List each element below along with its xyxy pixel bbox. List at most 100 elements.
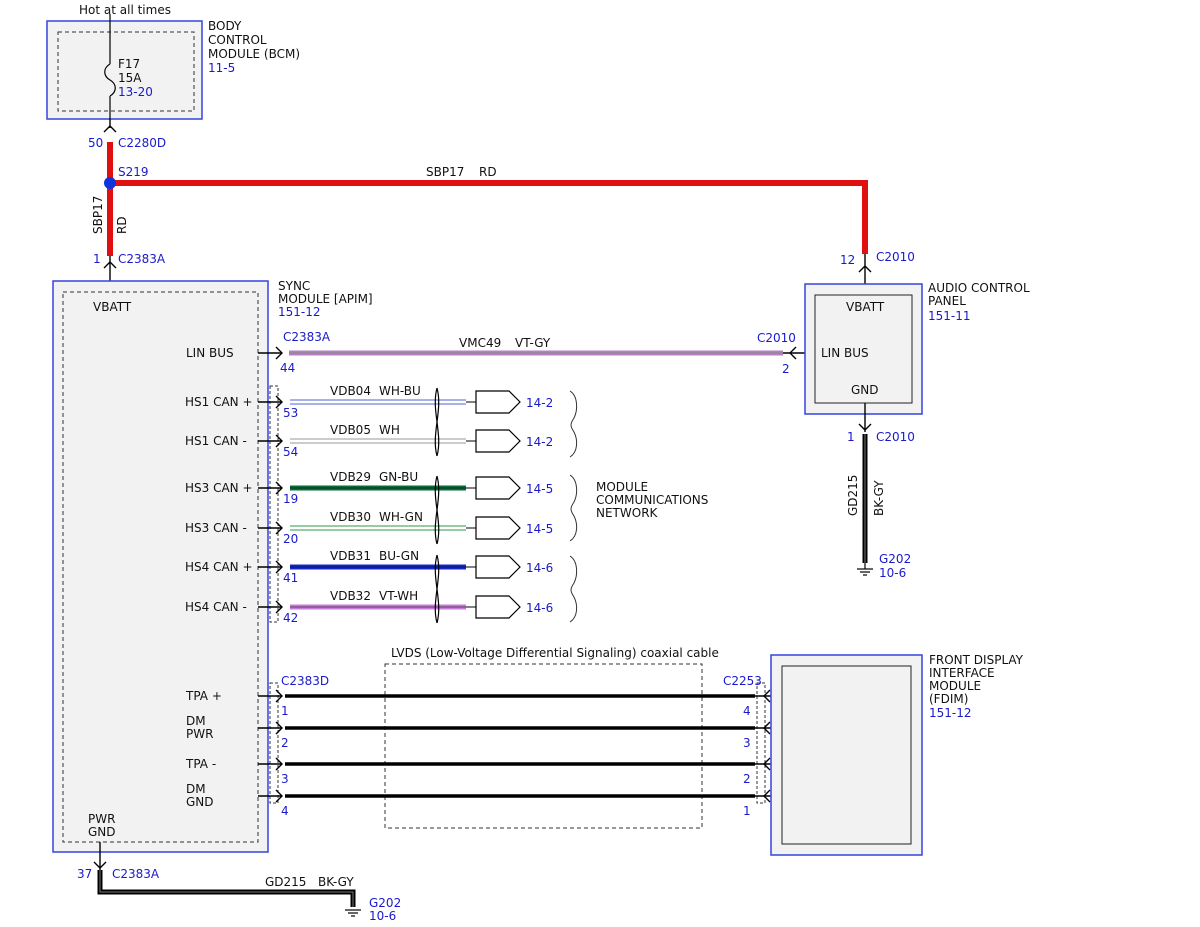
can-pin-3: 20	[283, 532, 298, 546]
lvds-lines-group: TPA +14TPA +DMPWR23DM PWRTPA -32TPA -DMG…	[185, 689, 839, 818]
can-arrow-icon-1	[275, 434, 283, 448]
can-arrow-icon-3	[275, 521, 283, 535]
lin-pin-left: 44	[280, 361, 295, 375]
can-ref-3: 14-5	[526, 522, 553, 536]
can-label-5: HS4 CAN -	[185, 600, 247, 614]
network-label-3: NETWORK	[596, 506, 659, 520]
can-circuit-3: VDB30	[330, 510, 371, 524]
sync-gnd-label: GND	[88, 825, 116, 839]
can-arrow-icon-4	[275, 560, 283, 574]
audio-gnd-circuit: GD215	[846, 475, 860, 516]
bcm-module-box	[46, 20, 203, 120]
lvds-connector-left: C2383D	[281, 674, 329, 688]
lvds-label-3-a: DM	[186, 782, 206, 796]
lvds-label-1-b: PWR	[186, 727, 213, 741]
network-label-2: COMMUNICATIONS	[596, 493, 708, 507]
splice-circuit-v: SBP17	[91, 196, 105, 234]
sync-gnd-wire-stripe	[99, 870, 354, 907]
audio-ref: 151-11	[928, 309, 971, 323]
sync-gnd-arrow-icon	[93, 861, 107, 869]
sync-pwr-label: PWR	[88, 812, 115, 826]
lin-connector-right: C2010	[757, 331, 796, 345]
can-circuit-2: VDB29	[330, 470, 371, 484]
can-ref-4: 14-6	[526, 561, 553, 575]
lin-connector-left: C2383A	[283, 330, 331, 344]
network-label-1: MODULE	[596, 480, 648, 494]
sync-vbatt-label: VBATT	[93, 300, 132, 314]
lvds-pin-right-0: 4	[743, 704, 751, 718]
sync-gnd-ground-ref: 10-6	[369, 909, 396, 923]
lvds-cable-box	[384, 663, 703, 829]
sync-vbatt-pin: 1	[93, 252, 101, 266]
fdim-name-4: (FDIM)	[929, 692, 968, 706]
can-circuit-1: VDB05	[330, 423, 371, 437]
can-arrow-icon-2	[275, 481, 283, 495]
can-pin-4: 41	[283, 571, 298, 585]
can-pin-0: 53	[283, 406, 298, 420]
twist-hs1	[434, 387, 440, 457]
fuse-ref: 13-20	[118, 85, 153, 99]
audio-name-1: AUDIO CONTROL	[928, 281, 1030, 295]
audio-vbatt-pin: 12	[840, 253, 855, 267]
can-label-0: HS1 CAN +	[185, 395, 253, 409]
lvds-arrow-left-icon-0	[275, 689, 283, 703]
splice-color-h: RD	[479, 165, 497, 179]
lvds-pin-left-0: 1	[281, 704, 289, 718]
can-label-3: HS3 CAN -	[185, 521, 247, 535]
can-connector-bracket	[269, 385, 279, 623]
bcm-name-3: MODULE (BCM)	[208, 47, 300, 61]
splice-circuit-h: SBP17	[426, 165, 464, 179]
fdim-name-1: FRONT DISPLAY	[929, 653, 1024, 667]
lvds-connector-right: C2253	[723, 674, 762, 688]
red-wire-splice-to-audio	[110, 180, 868, 254]
can-color-1: WH	[379, 423, 400, 437]
bcm-connector-arrow-icon	[103, 125, 117, 133]
hot-at-all-times-label: Hot at all times	[79, 3, 171, 17]
bcm-name-2: CONTROL	[208, 33, 267, 47]
splice-name: S219	[118, 165, 149, 179]
lvds-arrow-left-icon-3	[275, 789, 283, 803]
bcm-connector: C2280D	[118, 136, 166, 150]
audio-lin-label: LIN BUS	[821, 346, 869, 360]
can-ref-0: 14-2	[526, 396, 553, 410]
can-offpage-icon-1	[475, 429, 521, 453]
sync-lin-arrow-icon	[275, 346, 283, 360]
can-label-1: HS1 CAN -	[185, 434, 247, 448]
lvds-label-0: TPA +	[185, 689, 222, 703]
lvds-label-1-a: DM	[186, 714, 206, 728]
audio-ground-icon	[857, 563, 873, 576]
audio-vbatt-connector: C2010	[876, 250, 915, 264]
sync-name-1: SYNC	[278, 279, 310, 293]
can-color-5: VT-WH	[379, 589, 418, 603]
can-color-0: WH-BU	[379, 384, 421, 398]
audio-module-box	[804, 283, 923, 415]
fuse-id: F17	[118, 57, 140, 71]
audio-gnd-pin: 1	[847, 430, 855, 444]
audio-gnd-ground: G202	[879, 552, 911, 566]
audio-name-2: PANEL	[928, 294, 966, 308]
lvds-pin-right-2: 2	[743, 772, 751, 786]
can-offpage-icon-0	[475, 390, 521, 414]
bcm-name-1: BODY	[208, 19, 242, 33]
brace-hs1	[569, 390, 578, 458]
bcm-pin: 50	[88, 136, 103, 150]
brace-hs3	[569, 474, 578, 542]
sync-ref: 151-12	[278, 305, 321, 319]
can-label-4: HS4 CAN +	[185, 560, 253, 574]
can-circuit-5: VDB32	[330, 589, 371, 603]
brace-hs4	[569, 555, 578, 623]
sync-gnd-circuit: GD215	[265, 875, 306, 889]
twist-hs4	[434, 554, 440, 624]
lvds-caption: LVDS (Low-Voltage Differential Signaling…	[391, 646, 719, 660]
can-color-3: WH-GN	[379, 510, 423, 524]
splice-s219-dot	[104, 177, 116, 189]
lvds-right-bracket	[756, 682, 766, 804]
lvds-left-bracket	[269, 682, 279, 804]
lvds-arrow-left-icon-1	[275, 721, 283, 735]
can-offpage-icon-5	[475, 595, 521, 619]
can-arrow-icon-0	[275, 395, 283, 409]
audio-gnd-arrow-icon	[858, 423, 872, 431]
sync-ground-icon	[345, 909, 361, 917]
lvds-pin-left-3: 4	[281, 804, 289, 818]
